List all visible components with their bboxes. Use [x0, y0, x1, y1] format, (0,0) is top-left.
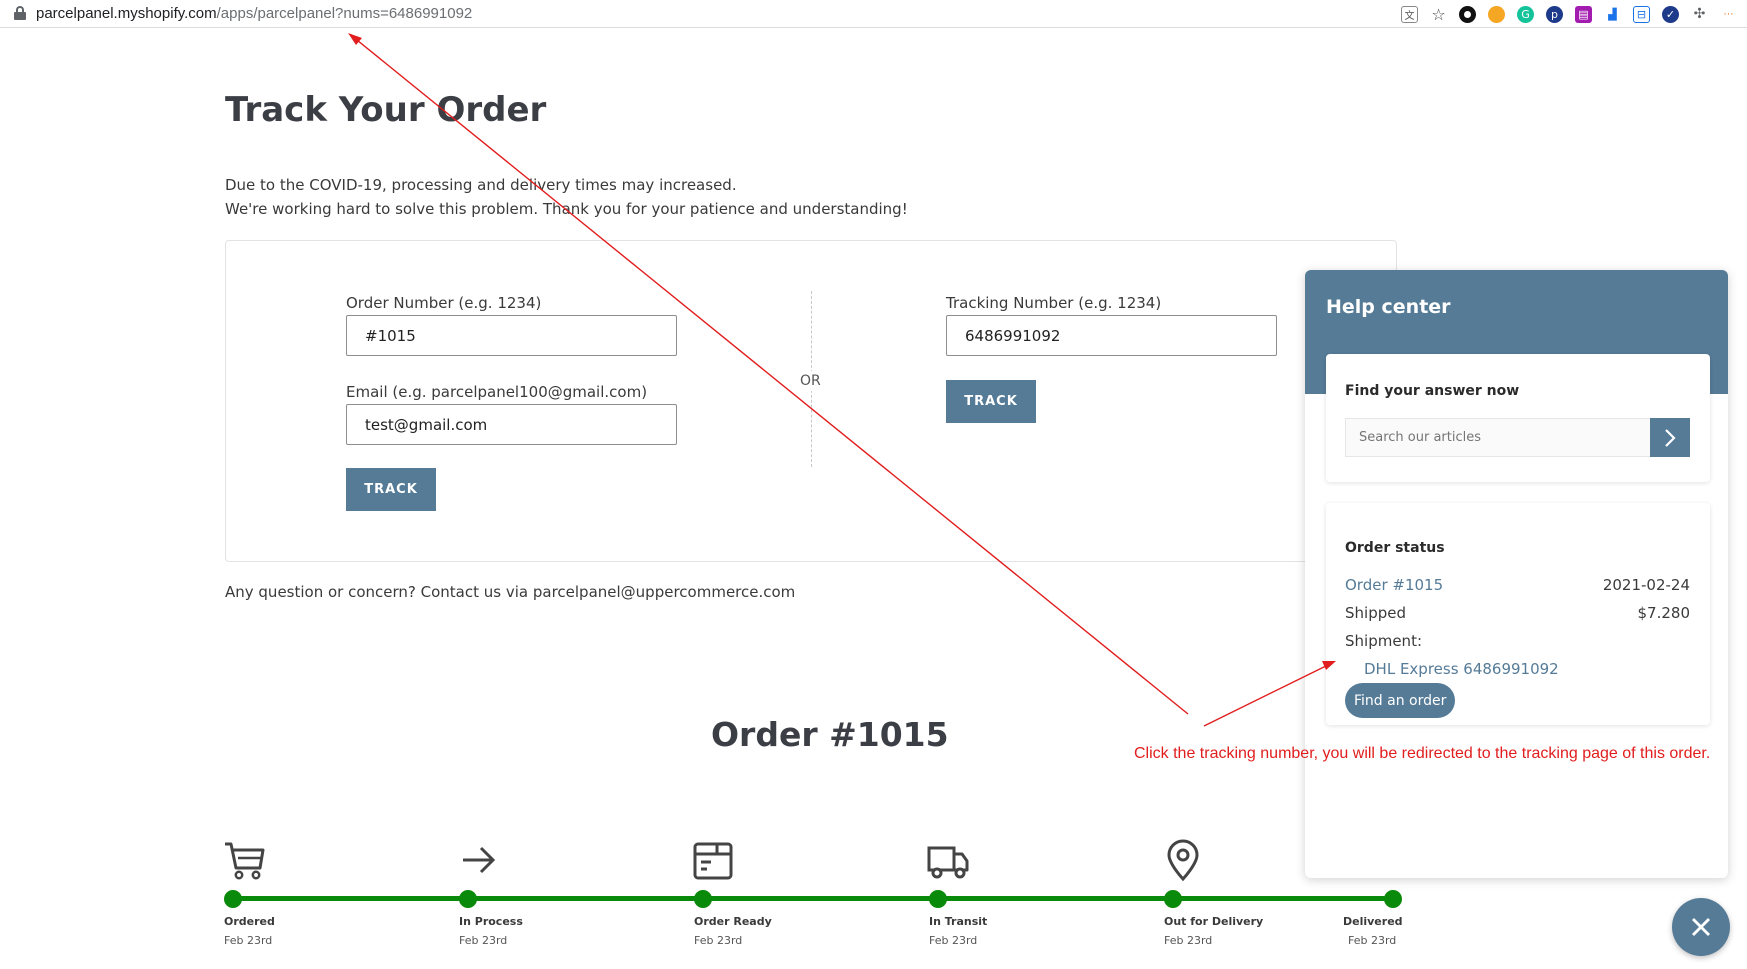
tracking-number-label: Tracking Number (e.g. 1234): [946, 294, 1162, 312]
extension-icons: 文 ☆ G p ▤ ▟ ⊟ ✓ ✣ ⋯: [1401, 4, 1737, 24]
step-date-order-ready: Feb 23rd: [694, 934, 743, 947]
extension-purple-icon[interactable]: ▤: [1575, 5, 1592, 23]
tracking-number-input[interactable]: [946, 315, 1277, 356]
help-title: Help center: [1326, 296, 1451, 318]
grammarly-icon[interactable]: G: [1517, 5, 1534, 23]
step-dot-out-for-delivery: [1164, 890, 1182, 908]
package-icon: [693, 842, 733, 880]
order-number-input[interactable]: [346, 315, 677, 356]
track-by-number-button[interactable]: TRACK: [946, 380, 1036, 423]
close-icon: [1692, 918, 1710, 936]
cart-icon: [225, 842, 265, 880]
star-icon[interactable]: ☆: [1430, 4, 1447, 24]
notice-line-1: Due to the COVID-19, processing and deli…: [225, 176, 737, 194]
check-extension-icon[interactable]: ✓: [1662, 5, 1679, 23]
extension-menu-icon[interactable]: ⋯: [1720, 5, 1737, 23]
address-bar[interactable]: parcelpanel.myshopify.com/apps/parcelpan…: [10, 3, 472, 23]
step-dot-in-transit: [929, 890, 947, 908]
page-title: Track Your Order: [225, 90, 547, 130]
order-heading: Order #1015: [711, 715, 949, 754]
order-link[interactable]: Order #1015: [1345, 576, 1444, 594]
translate-icon[interactable]: 文: [1401, 5, 1418, 23]
step-dot-ordered: [224, 890, 242, 908]
extension-orange-icon[interactable]: [1488, 5, 1505, 23]
shipped-amount: $7.280: [1637, 604, 1691, 622]
step-label-out-for-delivery: Out for Delivery: [1164, 915, 1264, 928]
step-date-in-process: Feb 23rd: [459, 934, 508, 947]
shipment-link-row: DHL Express 6486991092: [1364, 660, 1709, 678]
or-label: OR: [800, 371, 821, 391]
lock-icon[interactable]: [14, 6, 26, 20]
step-dot-order-ready: [694, 890, 712, 908]
shipped-row: Shipped $7.280: [1345, 604, 1690, 622]
order-number-label: Order Number (e.g. 1234): [346, 294, 542, 312]
shipment-row: Shipment:: [1345, 632, 1690, 650]
close-help-button[interactable]: [1672, 898, 1730, 956]
url-text[interactable]: parcelpanel.myshopify.com/apps/parcelpan…: [36, 4, 473, 22]
step-date-in-transit: Feb 23rd: [929, 934, 978, 947]
extension-circle-icon[interactable]: [1459, 5, 1476, 23]
find-answer-title: Find your answer now: [1345, 383, 1520, 399]
email-label: Email (e.g. parcelpanel100@gmail.com): [346, 383, 648, 401]
chart-extension-icon[interactable]: ▟: [1604, 5, 1621, 23]
contact-text: Any question or concern? Contact us via …: [225, 583, 796, 601]
truck-icon: [927, 846, 969, 879]
step-dot-delivered: [1384, 890, 1402, 908]
email-input[interactable]: [346, 404, 677, 445]
track-by-order-button[interactable]: TRACK: [346, 468, 436, 511]
chevron-right-icon: [1665, 428, 1676, 447]
step-label-ordered: Ordered: [224, 915, 275, 928]
arrow-head-url: [348, 33, 362, 45]
step-label-delivered: Delivered: [1343, 915, 1403, 928]
search-submit-button[interactable]: [1650, 418, 1690, 457]
shipped-label: Shipped: [1345, 604, 1406, 622]
extension-box-icon[interactable]: ⊟: [1633, 5, 1650, 23]
annotation-text: Click the tracking number, you will be r…: [1134, 745, 1711, 762]
progress-line: [232, 896, 1392, 901]
step-date-ordered: Feb 23rd: [224, 934, 273, 947]
step-label-in-process: In Process: [459, 915, 523, 928]
order-row: Order #1015 2021-02-24: [1345, 576, 1690, 594]
arrow-right-icon: [463, 846, 496, 874]
help-center-widget: Help center Find your answer now Order s…: [1305, 270, 1728, 878]
find-an-order-button[interactable]: Find an order: [1345, 683, 1456, 718]
step-label-order-ready: Order Ready: [694, 915, 772, 928]
location-pin-icon: [1167, 839, 1199, 882]
puzzle-icon[interactable]: ✣: [1691, 5, 1708, 23]
order-date: 2021-02-24: [1602, 576, 1690, 594]
tracking-number-link[interactable]: DHL Express 6486991092: [1364, 660, 1559, 678]
step-date-delivered: Feb 23rd: [1348, 934, 1397, 947]
order-status-title: Order status: [1345, 540, 1445, 556]
step-label-in-transit: In Transit: [929, 915, 988, 928]
notice-line-2: We're working hard to solve this problem…: [225, 200, 908, 218]
find-answer-card: Find your answer now: [1326, 354, 1710, 482]
shipment-label: Shipment:: [1345, 632, 1422, 650]
step-date-out-for-delivery: Feb 23rd: [1164, 934, 1213, 947]
step-dot-in-process: [459, 890, 477, 908]
extension-p-icon[interactable]: p: [1546, 5, 1563, 23]
covid-notice: Due to the COVID-19, processing and deli…: [225, 173, 908, 221]
browser-toolbar: parcelpanel.myshopify.com/apps/parcelpan…: [0, 0, 1747, 28]
article-search-input[interactable]: [1345, 418, 1650, 457]
